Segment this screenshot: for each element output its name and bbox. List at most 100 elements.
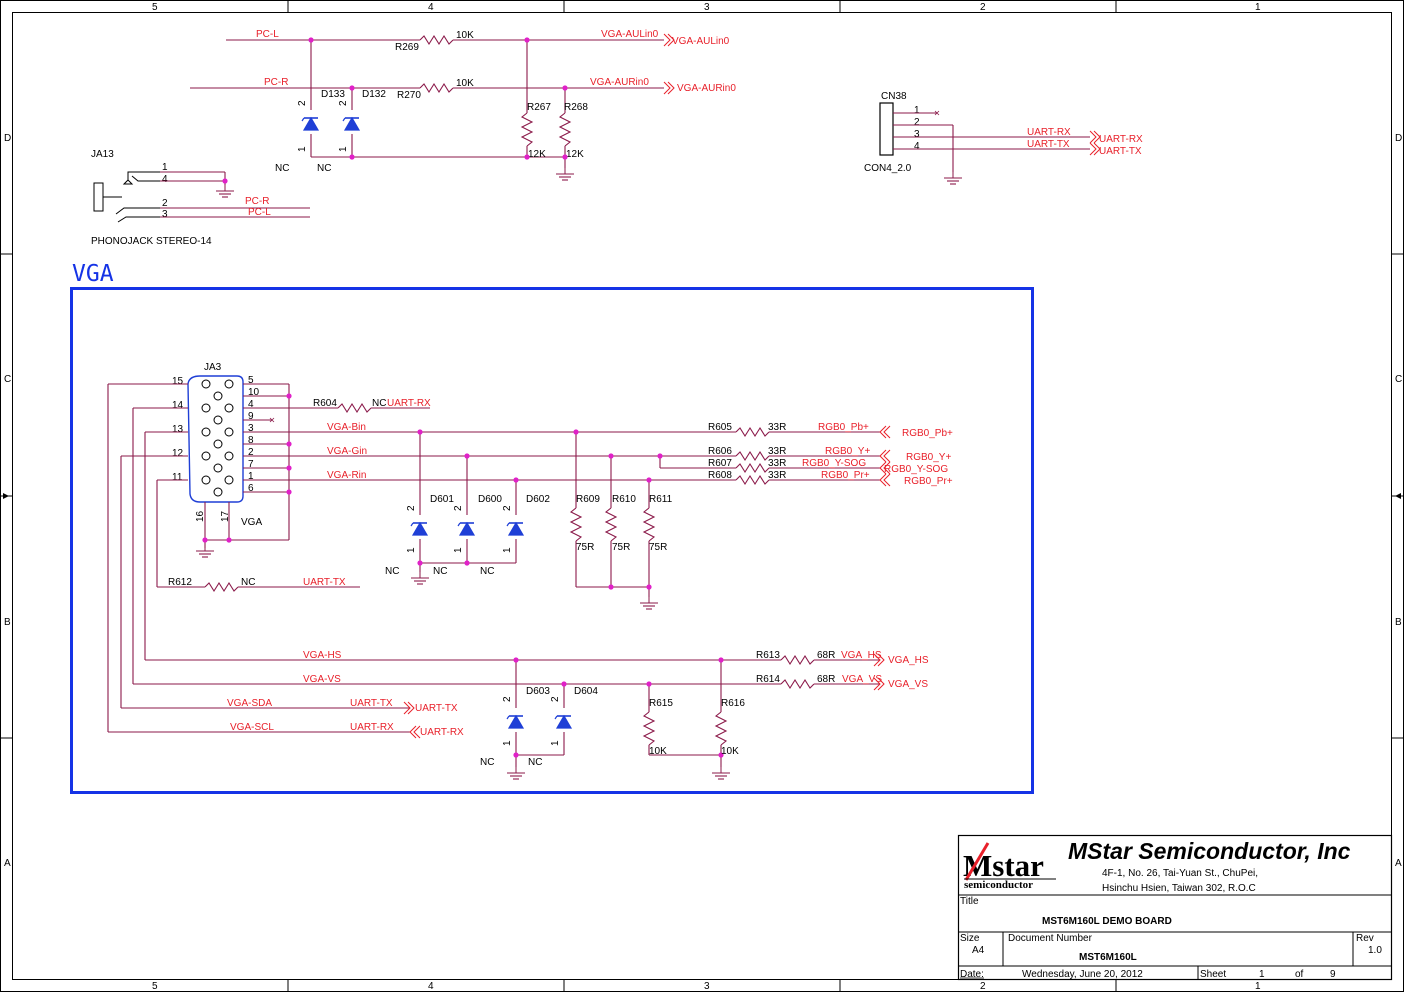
- frame-col-2: 2: [980, 2, 986, 13]
- r270-ref: R270: [397, 90, 421, 101]
- d132-pin2: 2: [338, 100, 349, 106]
- net-vga-aurin0: VGA-AURin0: [590, 77, 649, 88]
- company-address-2: Hsinchu Hsien, Taiwan 302, R.O.C: [1102, 883, 1256, 894]
- d600-nc: NC: [433, 566, 447, 577]
- logo-subtext: semiconductor: [964, 879, 1033, 891]
- frame-col-1: 1: [1255, 2, 1261, 13]
- d133-pin1: 1: [297, 146, 308, 152]
- net-vga-aulin0: VGA-AULin0: [601, 29, 659, 40]
- net-vga-sda: VGA-SDA: [227, 698, 272, 709]
- company-address-1: 4F-1, No. 26, Tai-Yuan St., ChuPei,: [1102, 868, 1258, 879]
- d602-nc: NC: [480, 566, 494, 577]
- r608-ref: R608: [708, 470, 732, 481]
- vga-section-title: VGA: [72, 261, 114, 287]
- r607-value: 33R: [768, 458, 786, 469]
- sync-pulldown-ground: [711, 766, 731, 780]
- ja3-pin2: 2: [248, 447, 254, 458]
- board-title: MST6M160L DEMO BOARD: [1042, 916, 1172, 927]
- net-vga-rin: VGA-Rin: [327, 470, 366, 481]
- net-pc-r: PC-R: [264, 77, 288, 88]
- d603-diode: [506, 715, 524, 729]
- ja13-pin4: 4: [162, 174, 168, 185]
- d133-ref: D133: [321, 89, 345, 100]
- d601-pin1: 1: [406, 547, 417, 553]
- audio-input-section: PC-L R269 10K VGA-AULin0 VGA-AULin0 PC-R…: [91, 29, 736, 247]
- vga-section: VGA JA3 15 14 13 12 11 5 10 4 9 3 8 2 7 …: [70, 261, 1034, 794]
- ja3-pin17: 17: [220, 510, 231, 522]
- ja3-pin13: 13: [172, 424, 184, 435]
- r609-ref: R609: [576, 494, 600, 505]
- d603-nc: NC: [480, 757, 494, 768]
- ja13-pin3: 3: [162, 209, 168, 220]
- d602-pin2: 2: [502, 505, 513, 511]
- frame-row-c-right: C: [1395, 374, 1402, 385]
- d600-diode: [457, 522, 475, 536]
- net-rgb0-pb: RGB0_Pb+: [818, 422, 869, 433]
- d603-group-ground: [506, 766, 526, 780]
- port-rgb0-pr: RGB0_Pr+: [904, 476, 953, 487]
- d600-pin1: 1: [453, 547, 464, 553]
- r267-value: 12K: [528, 149, 546, 160]
- net-vga-scl: VGA-SCL: [230, 722, 274, 733]
- ja3-pin11: 11: [172, 472, 183, 483]
- ja3-pin4: 4: [248, 399, 254, 410]
- r609-value: 75R: [576, 542, 594, 553]
- ja3-pin3: 3: [248, 423, 254, 434]
- ja3-pin7: 7: [248, 459, 254, 470]
- port-vga-aurin0: VGA-AURin0: [677, 83, 736, 94]
- logo-text: Mstar: [963, 848, 1044, 883]
- ja3-pin14: 14: [172, 400, 184, 411]
- r607-ref: R607: [708, 458, 732, 469]
- sheet-number: 1: [1259, 969, 1265, 980]
- d603-pin1: 1: [502, 740, 513, 746]
- r267-ref: R267: [527, 102, 551, 113]
- frame-row-a-right: A: [1395, 858, 1402, 869]
- vga-section-box: [70, 287, 1034, 794]
- net-rgb0-y: RGB0_Y+: [825, 446, 870, 457]
- r614-value: 68R: [817, 674, 835, 685]
- net-vga-vs-out: VGA_VS: [842, 674, 882, 685]
- ja3-pin9: 9: [248, 411, 254, 422]
- r268-ref: R268: [564, 102, 588, 113]
- frame-row-c: C: [4, 374, 11, 385]
- d604-pin2: 2: [550, 696, 561, 702]
- port-vga-aulin0: VGA-AULin0: [672, 36, 730, 47]
- net-rgb0-ysog: RGB0_Y-SOG: [802, 458, 866, 469]
- net-scl-uart-rx: UART-RX: [350, 722, 394, 733]
- net-sda-uart-tx: UART-TX: [350, 698, 393, 709]
- ja3-pin15: 15: [172, 376, 184, 387]
- d601-diode: [410, 522, 428, 536]
- d601-pin2: 2: [406, 505, 417, 511]
- r613-ref: R613: [756, 650, 780, 661]
- uart-header-section: CN38 1 2 3 4 UART-RX UART-TX UART-RX UAR…: [864, 91, 1143, 185]
- ja13-ref: JA13: [91, 149, 114, 160]
- r610-value: 75R: [612, 542, 630, 553]
- ja3-pin12: 12: [172, 448, 184, 459]
- termination-ground: [639, 596, 659, 610]
- d133-nc: NC: [275, 163, 289, 174]
- cn38-ref: CN38: [881, 91, 907, 102]
- frame-row-d-right: D: [1395, 133, 1402, 144]
- ja3-ref: JA3: [204, 362, 222, 373]
- ja3-pin16: 16: [195, 510, 206, 522]
- r615-ref: R615: [649, 698, 673, 709]
- sheet-of-label: of: [1295, 969, 1304, 980]
- d600-pin2: 2: [453, 505, 464, 511]
- r612-ref: R612: [168, 577, 192, 588]
- title-block: Mstar semiconductor MStar Semiconductor,…: [957, 834, 1393, 981]
- net-vga-bin: VGA-Bin: [327, 422, 366, 433]
- frame-col-5: 5: [152, 2, 158, 13]
- ja13-pin1: 1: [162, 162, 168, 173]
- frame-col-4: 4: [428, 2, 434, 13]
- net-vga-hs-out: VGA_HS: [841, 650, 882, 661]
- port-vga-vs: VGA_VS: [888, 679, 928, 690]
- r269-value: 10K: [456, 30, 474, 41]
- cn38-net-uart-tx: UART-TX: [1027, 139, 1070, 150]
- frame-row-d: D: [4, 133, 11, 144]
- r605-ref: R605: [708, 422, 732, 433]
- r610-ref: R610: [612, 494, 636, 505]
- ja13-pin2: 2: [162, 198, 168, 209]
- cn38-ground-symbol: [943, 171, 963, 185]
- document-number-label: Document Number: [1008, 933, 1093, 944]
